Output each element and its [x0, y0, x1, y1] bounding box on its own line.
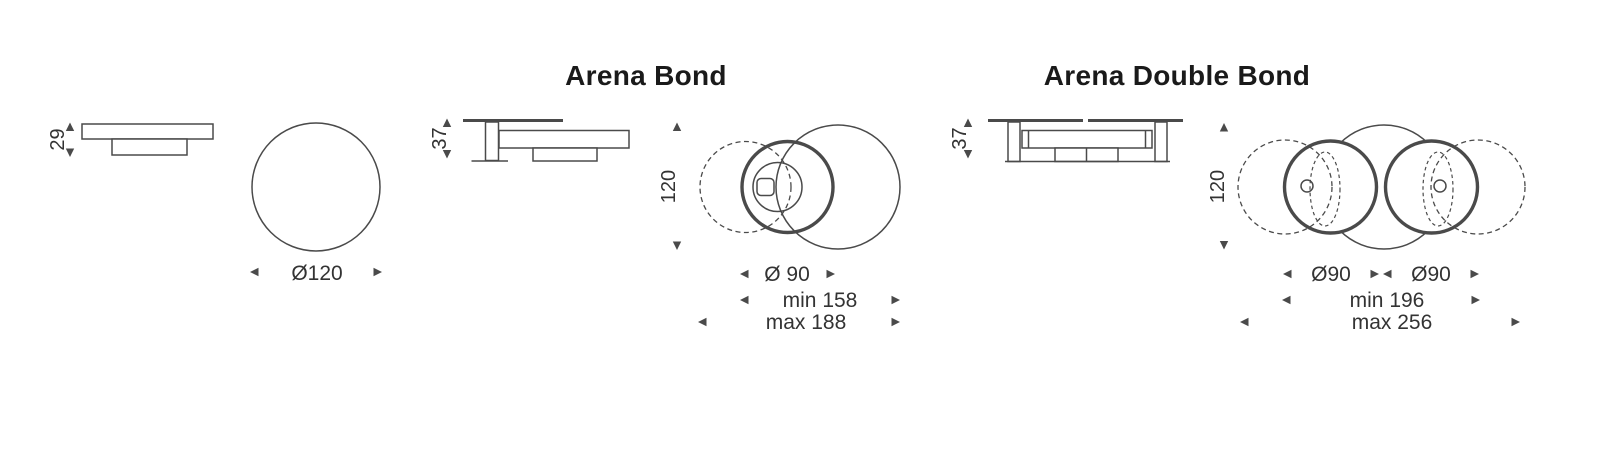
pivot-path-dashed-right	[1422, 151, 1454, 227]
arrow-left-icon	[1283, 269, 1292, 279]
arrow-up-icon	[963, 118, 973, 127]
arena-double-bond-width-dimensions: Ø90 Ø90 min 196 max 256	[1240, 263, 1520, 334]
height-label: 37	[949, 127, 971, 149]
arrow-right-icon	[373, 267, 382, 277]
base-side	[532, 147, 598, 162]
arena-double-bond-title: Arena Double Bond	[1044, 60, 1310, 91]
max-width-label: max 188	[766, 311, 847, 334]
lower-top-side	[1021, 129, 1153, 149]
max-width-label: max 256	[1352, 311, 1433, 334]
arrow-up-icon	[65, 122, 75, 131]
arrow-up-icon	[442, 118, 452, 127]
arrow-up-icon	[672, 122, 682, 131]
arrow-left-icon	[740, 295, 749, 305]
arrow-right-icon	[1511, 317, 1520, 327]
lower-top-side	[498, 129, 630, 149]
arena-single-top-view	[251, 122, 381, 252]
arrow-left-icon	[698, 317, 707, 327]
arena-single-side-view	[81, 123, 214, 156]
support-column	[484, 121, 500, 162]
arena-single-group: 29 Ø120	[47, 122, 382, 285]
arrow-left-icon	[1282, 295, 1291, 305]
support-column-right	[1154, 121, 1168, 163]
pivot-path-dashed-left	[1309, 151, 1341, 227]
arrow-down-icon	[1219, 241, 1229, 250]
pivot-pin-right	[1433, 179, 1447, 193]
arena-single-diameter-dimension: Ø120	[250, 262, 382, 285]
diameter-left-label: Ø90	[1311, 263, 1351, 286]
arena-bond-height-dimension: 37	[429, 118, 452, 159]
depth-label: 120	[1207, 170, 1229, 203]
upper-top-circle	[740, 139, 835, 235]
arena-bond-width-dimensions: Ø 90 min 158 max 188	[698, 263, 900, 334]
arrow-down-icon	[672, 241, 682, 250]
arrow-right-icon	[891, 295, 900, 305]
diameter-label: Ø120	[291, 262, 342, 285]
arrow-right-icon	[891, 317, 900, 327]
arena-double-bond-group: Arena Double Bond 37	[949, 60, 1526, 334]
height-label: 29	[47, 128, 69, 150]
min-width-label: min 158	[783, 289, 858, 312]
min-width-label: min 196	[1350, 289, 1425, 312]
pivot-disc	[752, 161, 803, 213]
depth-label: 120	[658, 170, 680, 203]
rotated-position-dashed-circle-left	[1237, 139, 1333, 235]
arrow-right-icon	[1471, 295, 1480, 305]
arena-bond-top-view	[699, 124, 901, 250]
arena-bond-group: Arena Bond 37	[429, 60, 901, 334]
height-label: 37	[429, 127, 451, 149]
arrow-down-icon	[65, 148, 75, 157]
lower-top-circle	[775, 124, 901, 250]
arrow-left-icon	[250, 267, 259, 277]
arrow-down-icon	[963, 150, 973, 159]
arena-double-bond-height-dimension: 37	[949, 118, 973, 159]
arrow-left-icon	[740, 269, 749, 279]
tabletop-circle	[251, 122, 381, 252]
arena-single-height-dimension: 29	[47, 122, 75, 157]
arrow-down-icon	[442, 150, 452, 159]
diameter-right-label: Ø90	[1411, 263, 1451, 286]
tabletop-side	[81, 123, 214, 140]
upper-top-circle-left	[1282, 139, 1379, 235]
arrow-right-icon	[1470, 269, 1479, 279]
arrow-up-icon	[1219, 123, 1229, 132]
pivot-pin-left	[1300, 179, 1314, 193]
rotated-position-dashed-circle	[699, 140, 792, 234]
diameter-label: Ø 90	[764, 263, 810, 286]
arrow-right-icon	[1370, 269, 1379, 279]
pivot-pin	[756, 177, 775, 197]
support-column-left	[1007, 121, 1021, 163]
arrow-left-icon	[1240, 317, 1249, 327]
arena-double-bond-depth-dimension: 120	[1207, 123, 1229, 250]
arrow-right-icon	[826, 269, 835, 279]
arena-bond-depth-dimension: 120	[658, 122, 682, 250]
rotated-position-dashed-circle-right	[1430, 139, 1526, 235]
arrow-left-icon	[1383, 269, 1392, 279]
arena-bond-side-view	[463, 119, 630, 162]
arena-double-bond-top-view	[1237, 124, 1526, 250]
arena-bond-title: Arena Bond	[565, 60, 727, 91]
arena-double-bond-side-view	[988, 119, 1183, 163]
base-side	[111, 138, 188, 156]
